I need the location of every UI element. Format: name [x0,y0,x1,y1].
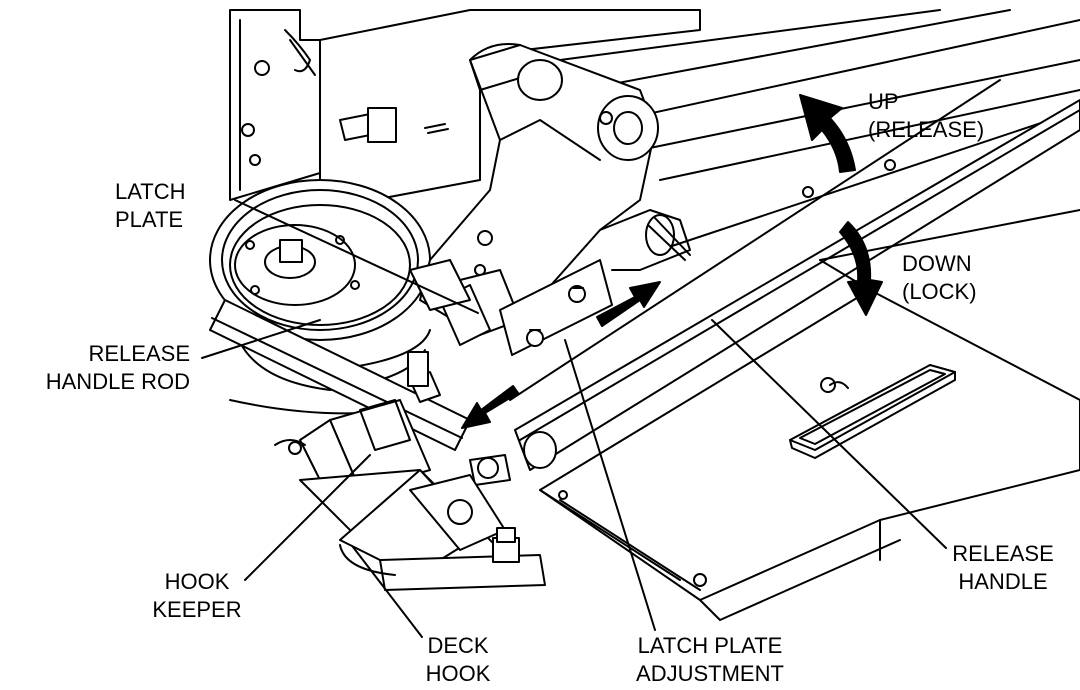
leader-deck-hook [352,546,423,638]
leader-hook-keeper [244,454,371,581]
label-hook-keeper: HOOK KEEPER [152,569,242,622]
label-release-handle-rod: RELEASE HANDLE ROD [45,341,190,394]
frame-rails [559,9,1080,251]
label-deck-hook: DECK HOOK [425,633,491,686]
leader-release-handle-rod [201,319,321,359]
label-release-handle: RELEASE HANDLE [952,541,1054,594]
latch-plate-adjustment-bracket [499,209,691,356]
pivot-arm [419,43,659,331]
release-handle [509,79,1080,471]
label-up-release: UP (RELEASE) [868,89,985,142]
down-rotation-arrow [839,221,883,316]
up-rotation-arrow [799,94,856,173]
deck-slot-cover [789,364,956,459]
leader-latch-plate-adjustment [564,339,656,631]
label-latch-plate: LATCH PLATE [115,179,186,232]
adjust-arrow-up-right [596,281,661,327]
label-down-lock: DOWN (LOCK) [902,251,977,304]
leader-latch-plate [234,199,479,314]
adjust-arrow-down-left [461,385,519,429]
deck-hook [299,469,546,591]
label-latch-plate-adjustment: LATCH PLATE ADJUSTMENT [636,633,784,686]
leader-lines [201,199,947,638]
leader-release-handle [711,319,947,549]
